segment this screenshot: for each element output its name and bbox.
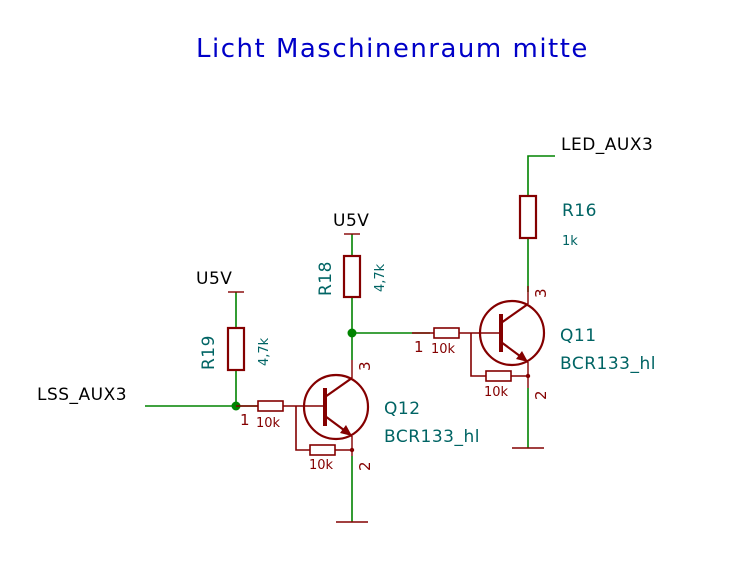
r19-value: 4,7k bbox=[257, 337, 272, 366]
q12-pin-collector: 3 bbox=[356, 361, 374, 371]
r16-value: 1k bbox=[562, 234, 578, 249]
transistor-q12[interactable]: 1 10k 10k 3 2 Q12 BCR133_hl bbox=[236, 360, 480, 473]
junction-dot bbox=[347, 328, 357, 338]
q12-value: BCR133_hl bbox=[384, 427, 480, 447]
q12-pin-emitter: 2 bbox=[356, 461, 374, 471]
r18-ref: R18 bbox=[316, 261, 336, 296]
r19-ref: R19 bbox=[199, 335, 219, 370]
r16-ref: R16 bbox=[562, 201, 597, 221]
power-flag-u5v-mid: U5V bbox=[333, 211, 369, 235]
net-label-lss-aux3: LSS_AUX3 bbox=[37, 385, 127, 405]
power-flag-u5v-left: U5V bbox=[196, 269, 244, 293]
q11-pin-collector: 3 bbox=[532, 288, 550, 298]
q11-ref: Q11 bbox=[560, 326, 597, 346]
resistor-r16[interactable]: R16 1k bbox=[518, 194, 597, 249]
transistor-q11[interactable]: 1 10k 10k 3 2 Q11 BCR133_hl bbox=[412, 286, 656, 400]
net-label-led-aux3: LED_AUX3 bbox=[561, 135, 653, 155]
q11-pin-emitter: 2 bbox=[532, 390, 550, 400]
q12-rbase-value: 10k bbox=[256, 416, 281, 431]
q11-value: BCR133_hl bbox=[560, 354, 656, 374]
svg-text:U5V: U5V bbox=[333, 211, 369, 231]
r18-value: 4,7k bbox=[373, 263, 388, 292]
q12-ref: Q12 bbox=[384, 399, 421, 419]
q11-pin-base: 1 bbox=[414, 338, 424, 356]
resistor-r18[interactable]: R18 4,7k bbox=[316, 254, 388, 299]
resistor-r19[interactable]: R19 4,7k bbox=[199, 326, 272, 372]
svg-text:U5V: U5V bbox=[196, 269, 232, 289]
q12-pin-base: 1 bbox=[240, 411, 250, 429]
q12-rbe-value: 10k bbox=[309, 458, 334, 473]
q11-rbe-value: 10k bbox=[484, 385, 509, 400]
q11-rbase-value: 10k bbox=[431, 342, 456, 357]
sheet-title: Licht Maschinenraum mitte bbox=[196, 34, 589, 64]
